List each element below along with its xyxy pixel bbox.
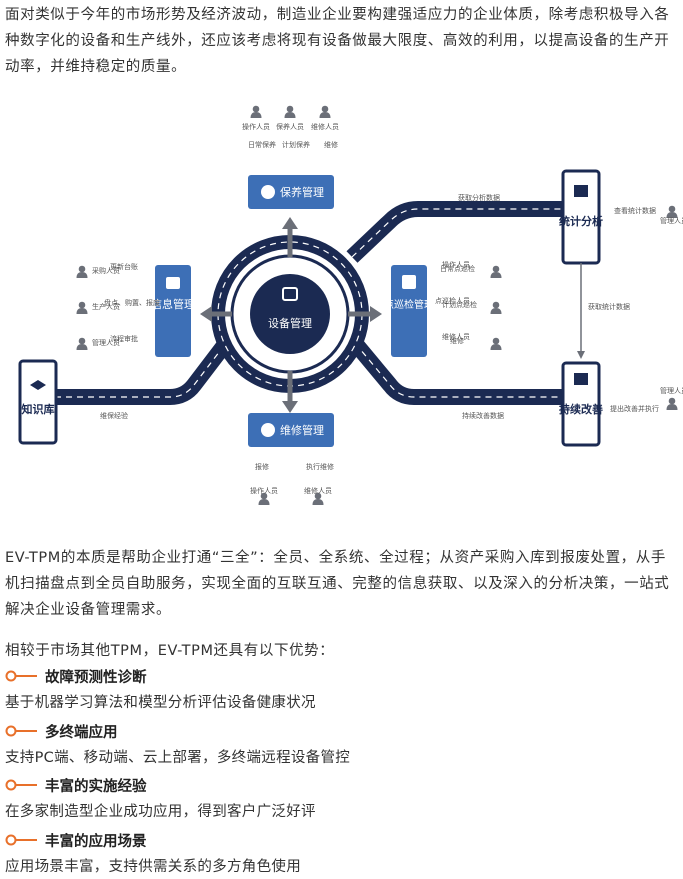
intro-paragraph: 面对类似于今年的市场形势及经济波动，制造业企业要构建强适应力的企业体质，除考虑积… — [5, 7, 670, 75]
svg-text:保养管理: 保养管理 — [280, 185, 324, 199]
svg-text:管理人员: 管理人员 — [660, 216, 683, 225]
svg-text:计划保养: 计划保养 — [282, 140, 310, 149]
svg-text:采购人员: 采购人员 — [92, 266, 120, 275]
svg-text:查看统计数据: 查看统计数据 — [614, 206, 656, 215]
svg-text:操作人员: 操作人员 — [242, 122, 270, 131]
module-maintenance: 保养管理 — [248, 175, 334, 209]
feature-desc: 在多家制造型企业成功应用，得到客户广泛好评 — [5, 804, 316, 820]
svg-text:持续改善数据: 持续改善数据 — [462, 411, 504, 420]
module-inspect: 点巡检管理 — [384, 265, 434, 357]
inspect-label: 点巡检管理 — [384, 298, 434, 311]
svg-text:维修: 维修 — [450, 336, 464, 345]
svg-text:流程审批: 流程审批 — [110, 334, 138, 343]
clipboard-icon — [402, 275, 416, 289]
svg-text:更新台账: 更新台账 — [110, 262, 138, 271]
stats-to-improve-arrow: 获取统计数据 — [577, 263, 630, 359]
svg-text:操作人员: 操作人员 — [250, 486, 278, 495]
feature-title: 丰富的实施经验 — [5, 774, 147, 796]
svg-text:操作人员: 操作人员 — [442, 260, 470, 269]
svg-text:提出改善并执行: 提出改善并执行 — [610, 404, 659, 413]
box-knowledge: 知识库 — [18, 359, 58, 445]
graduation-cap-icon — [30, 380, 46, 390]
wrench-icon — [261, 423, 275, 437]
svg-text:知识库: 知识库 — [21, 402, 55, 416]
trend-icon — [574, 373, 588, 385]
feature-title: 多终端应用 — [5, 720, 118, 742]
svg-text:点巡检人员: 点巡检人员 — [435, 296, 470, 305]
svg-text:管理人员: 管理人员 — [92, 338, 120, 347]
svg-text:保养人员: 保养人员 — [276, 122, 304, 131]
feature-desc: 应用场景丰富，支持供需关系的多方角色使用 — [5, 859, 301, 875]
cross-arrows — [200, 217, 382, 413]
bar-chart-icon — [574, 185, 588, 197]
feature-title: 故障预测性诊断 — [5, 665, 147, 687]
key-icon — [5, 834, 37, 846]
right-people: 日常点巡检 操作人员 计划点巡检 点巡检人员 维修 维修人员 — [435, 260, 502, 350]
database-icon — [166, 277, 180, 289]
top-people: 操作人员 日常保养 保养人员 计划保养 维修人员 维修 — [242, 105, 339, 149]
box-stats: 统计分析 — [559, 169, 603, 265]
center-label: 设备管理 — [268, 316, 312, 330]
left-people: 采购人员 更新台账 生产人员 盘点、购置、报废 管理人员 流程审批 — [76, 262, 160, 350]
svg-text:维修管理: 维修管理 — [280, 423, 324, 437]
svg-text:维修人员: 维修人员 — [442, 332, 470, 341]
side-people: 查看统计数据 管理人员 提出改善并执行 管理人员 — [610, 205, 683, 413]
svg-text:报修: 报修 — [255, 462, 269, 471]
essence-paragraph: EV-TPM的本质是帮助企业打通“三全”：全员、全系统、全过程；从资产采购入库到… — [5, 550, 670, 618]
key-icon — [5, 779, 37, 791]
svg-text:维修人员: 维修人员 — [311, 122, 339, 131]
svg-text:执行维修: 执行维修 — [306, 462, 334, 471]
svg-text:统计分析: 统计分析 — [559, 214, 603, 228]
bottom-people: 报修 操作人员 执行维修 维修人员 — [250, 462, 334, 505]
svg-text:生产人员: 生产人员 — [92, 302, 120, 311]
info-label: 信息管理 — [151, 297, 195, 311]
svg-text:维保经验: 维保经验 — [100, 411, 128, 420]
svg-text:获取分析数据: 获取分析数据 — [458, 193, 500, 202]
svg-text:维修: 维修 — [324, 140, 338, 149]
equipment-management-diagram: 设备管理 保养管理 维修管理 信息管理 点巡检管理 知识库 统计分析 持续改善 — [18, 105, 683, 505]
svg-text:持续改善: 持续改善 — [559, 402, 603, 416]
svg-text:获取统计数据: 获取统计数据 — [588, 302, 630, 311]
compare-paragraph: 相较于市场其他TPM，EV-TPM还具有以下优势： — [5, 643, 335, 659]
module-info: 信息管理 — [151, 265, 195, 357]
feature-desc: 基于机器学习算法和模型分析评估设备健康状况 — [5, 695, 316, 711]
module-repair: 维修管理 — [248, 413, 334, 447]
svg-text:管理人员: 管理人员 — [660, 386, 683, 395]
svg-text:盘点、购置、报废: 盘点、购置、报废 — [104, 298, 160, 307]
svg-text:日常点巡检: 日常点巡检 — [440, 264, 475, 273]
center-hub: 设备管理 — [250, 274, 330, 354]
feature-title: 丰富的应用场景 — [5, 829, 147, 851]
key-icon — [5, 670, 37, 682]
feature-desc: 支持PC端、移动端、云上部署，多终端远程设备管控 — [5, 750, 351, 766]
svg-text:计划点巡检: 计划点巡检 — [442, 300, 477, 309]
box-improve: 持续改善 — [559, 361, 603, 447]
svg-text:日常保养: 日常保养 — [248, 140, 276, 149]
svg-text:维修人员: 维修人员 — [304, 486, 332, 495]
worker-icon — [261, 185, 275, 199]
road-labels: 获取分析数据 持续改善数据 维保经验 — [100, 193, 504, 420]
device-icon — [282, 287, 298, 301]
key-icon — [5, 725, 37, 737]
